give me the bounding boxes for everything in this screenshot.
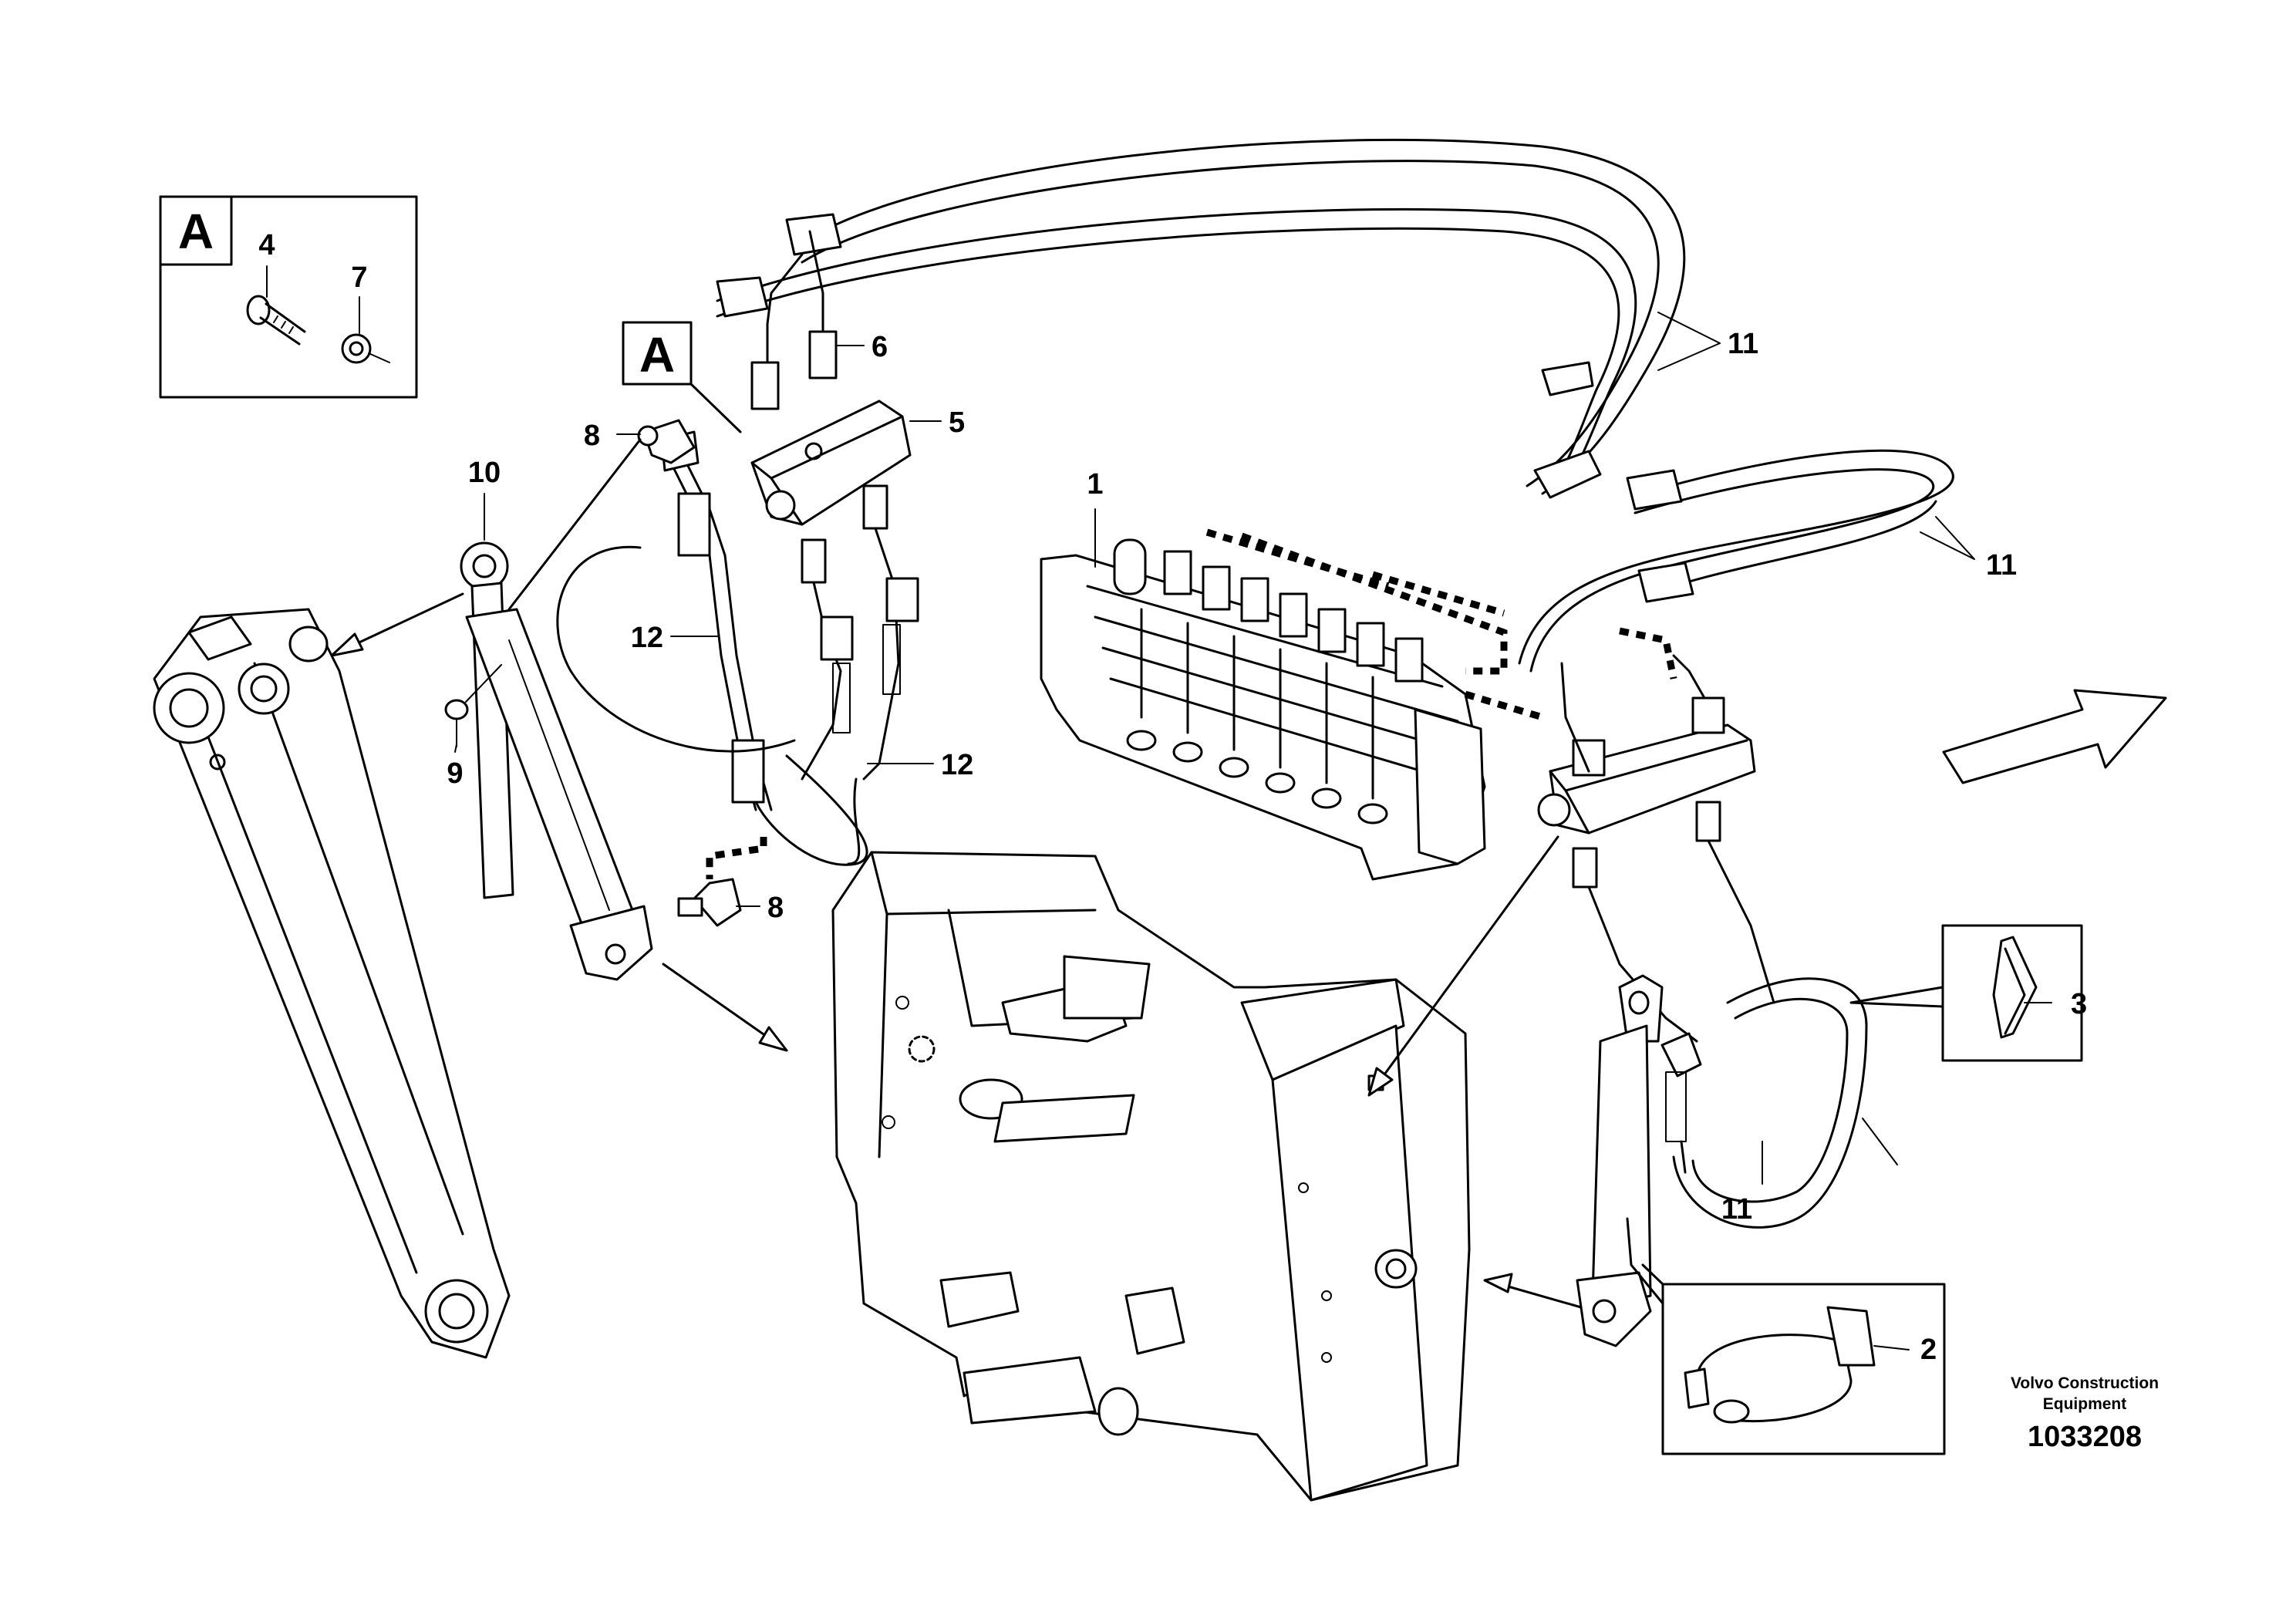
callout-10: 10 <box>468 457 501 489</box>
callout-7: 7 <box>351 261 367 294</box>
nut-part-7 <box>341 296 390 364</box>
callout-12-left: 12 <box>631 622 663 654</box>
document-number: 1033208 <box>2028 1421 2142 1453</box>
callout-11-upper: 11 <box>1728 328 1758 360</box>
diagram-credit: Volvo Construction Equipment 1033208 <box>2011 1374 2159 1453</box>
boom-arm <box>153 608 511 1359</box>
callout-8-lower: 8 <box>767 892 784 924</box>
credit-line-1: Volvo Construction <box>2011 1374 2159 1392</box>
callout-1: 1 <box>1087 468 1103 501</box>
detail-box-2: 2 <box>1626 1217 1946 1455</box>
detail-box-a-label: A <box>178 204 214 259</box>
callout-9: 9 <box>447 757 463 790</box>
lift-cylinder-left <box>460 541 653 981</box>
callout-6: 6 <box>872 331 888 363</box>
callout-11-lower: 11 <box>1721 1193 1752 1226</box>
detail-box-3: 3 <box>1849 924 2087 1062</box>
callout-4: 4 <box>258 229 275 261</box>
hose-port-connections <box>706 528 1677 879</box>
elbow-fitting-part-8-upper <box>507 419 696 611</box>
callout-leaders <box>454 312 1975 907</box>
bolt-part-4 <box>246 265 306 346</box>
valve-block-part-5 <box>750 230 919 781</box>
plug-part-9 <box>444 664 502 747</box>
callout-5: 5 <box>949 406 965 439</box>
callout-2: 2 <box>1920 1334 1937 1366</box>
control-valve <box>1040 531 1486 881</box>
callout-3: 3 <box>2071 988 2087 1020</box>
callout-box-a-label: A <box>639 327 675 383</box>
lift-frame <box>831 851 1471 1502</box>
hoses-part-11-upper <box>716 138 1686 499</box>
callout-12-right: 12 <box>941 749 973 781</box>
tilt-valve-block <box>1537 654 1775 1043</box>
callout-labels: 1 5 6 8 8 9 10 11 11 11 12 12 <box>447 328 2017 1226</box>
callout-8-upper: 8 <box>584 420 600 452</box>
tilt-cylinder-right <box>1576 974 1898 1347</box>
hoses-part-11-right <box>1518 449 1954 673</box>
credit-line-2: Equipment <box>2043 1395 2127 1413</box>
detail-box-a: A 4 7 <box>159 195 418 399</box>
callout-box-a: A <box>622 321 742 433</box>
callout-11-right: 11 <box>1986 549 2017 582</box>
direction-arrow <box>1942 689 2167 784</box>
elbow-fitting-part-8-lower <box>677 878 742 927</box>
leader-arrows <box>330 592 1583 1309</box>
